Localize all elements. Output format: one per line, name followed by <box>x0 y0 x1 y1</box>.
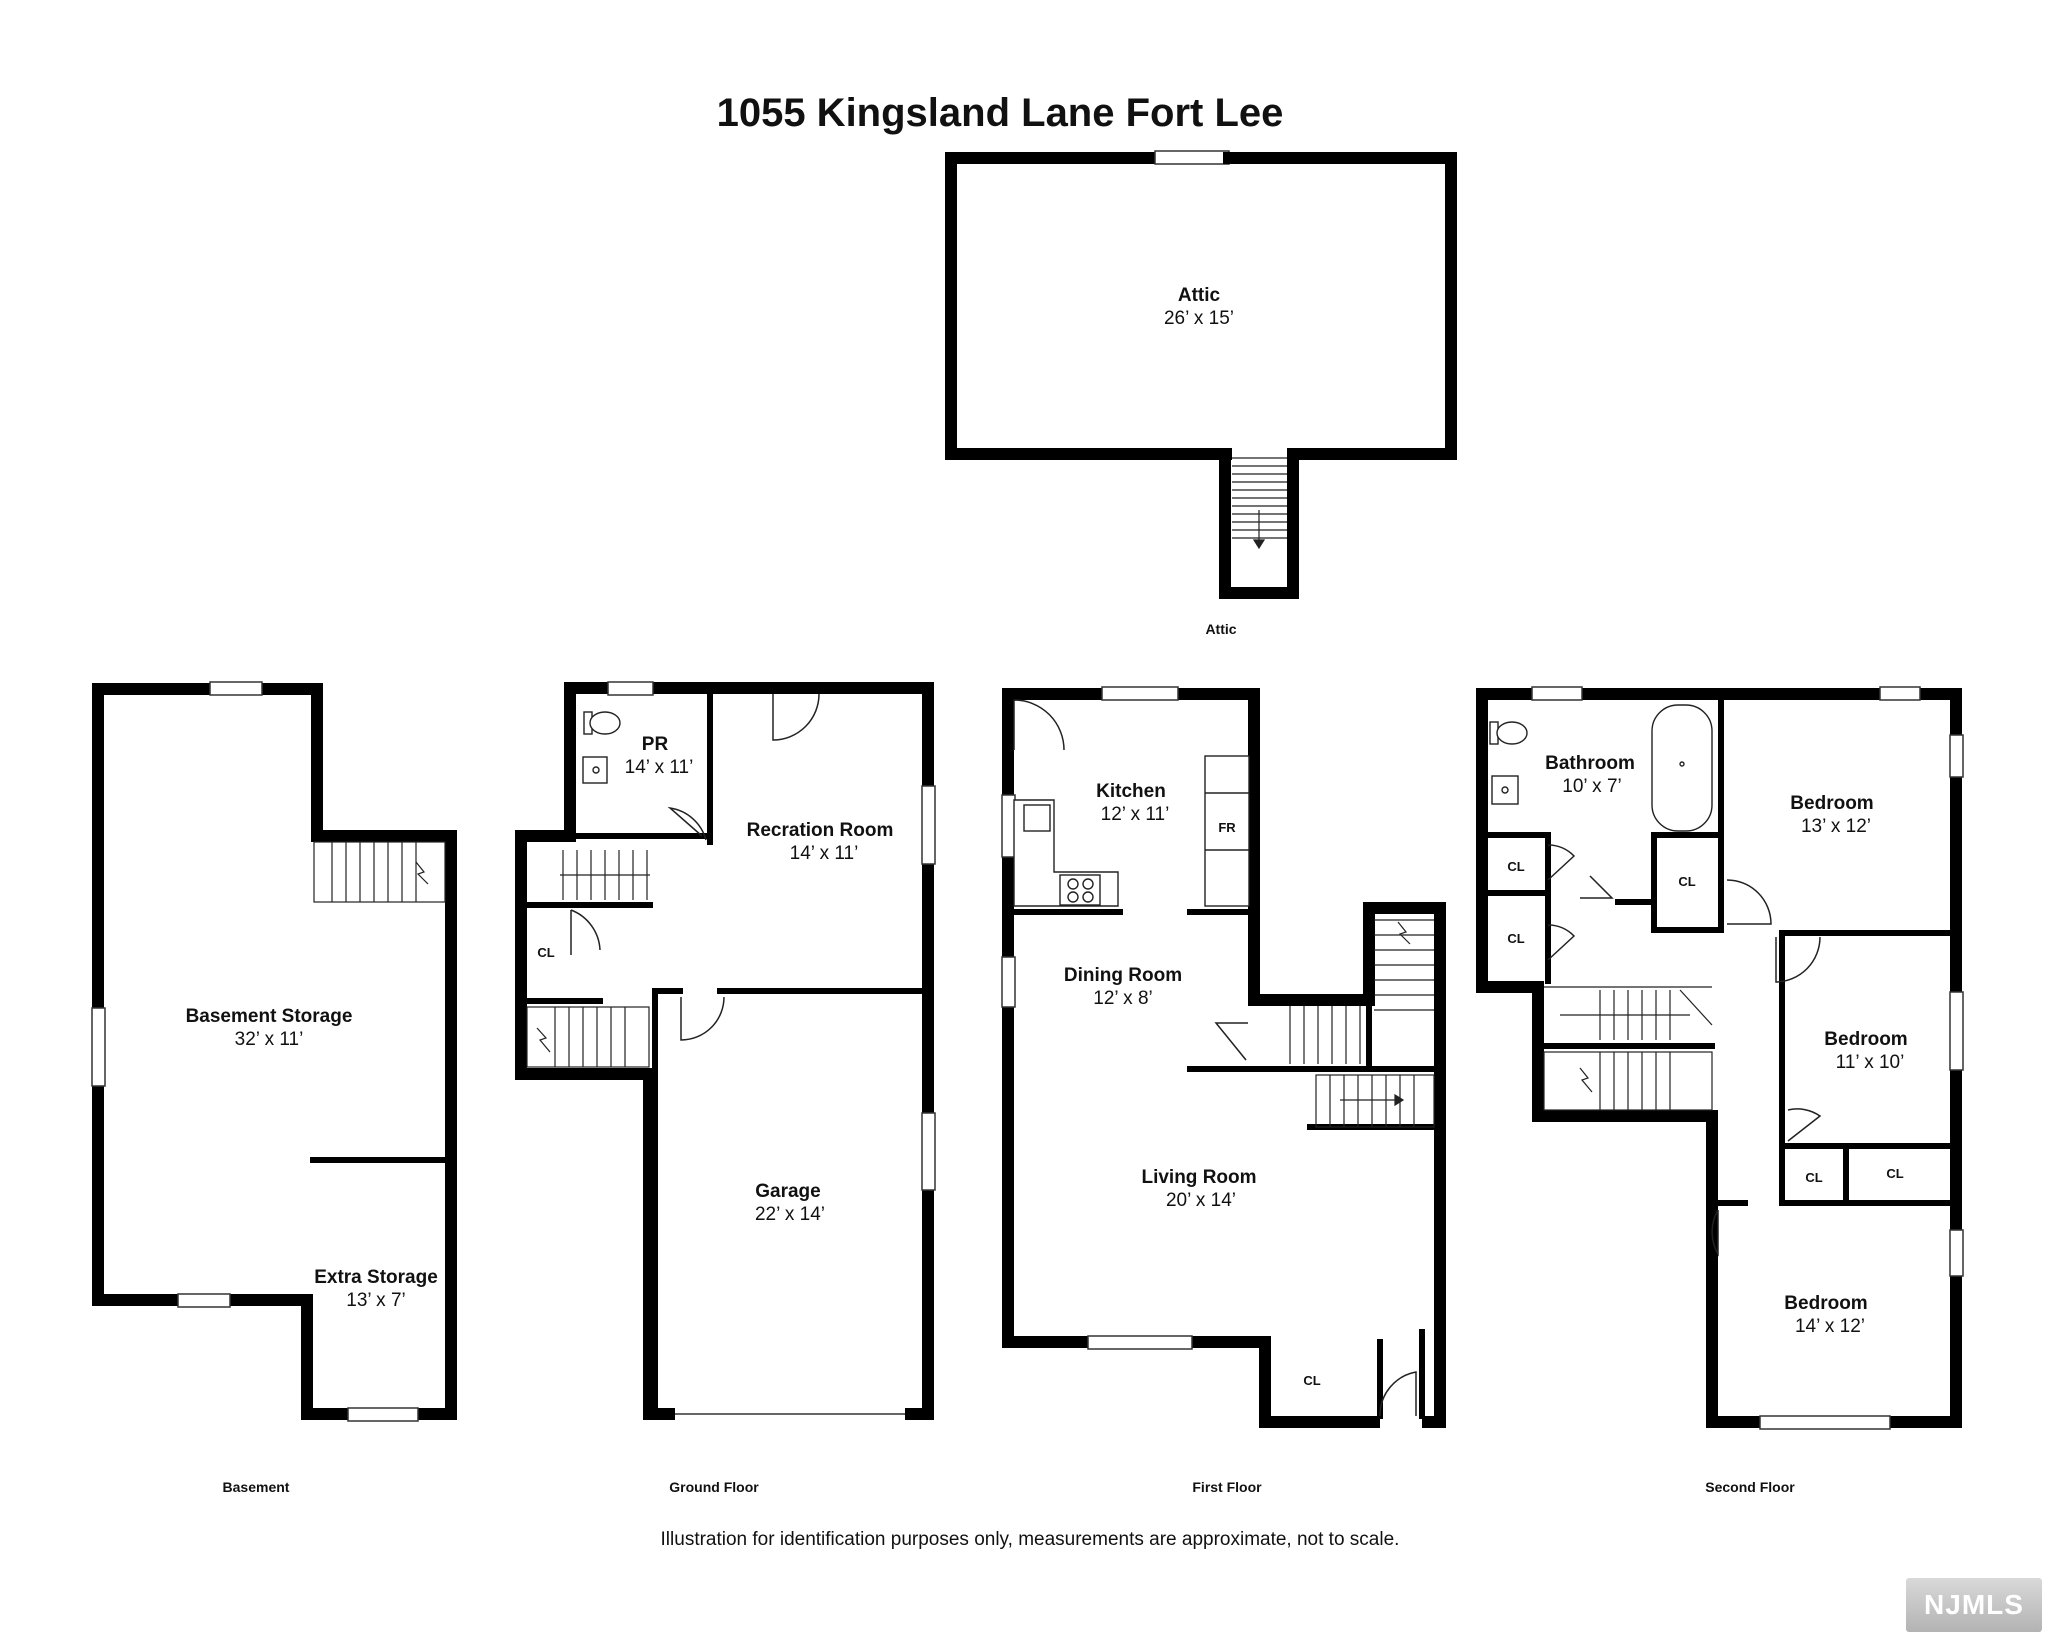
basement-plan: Basement Storage 32’ x 11’ Extra Storage… <box>91 681 457 1495</box>
basement-storage-name: Basement Storage <box>186 1006 353 1027</box>
extra-storage-name: Extra Storage <box>314 1267 438 1288</box>
attic-room-name: Attic <box>1178 285 1221 306</box>
ground-floor-plan: CL PR 14’ x 11’ Recration Room 14’ x 11’… <box>515 681 936 1495</box>
pr-name: PR <box>642 734 669 755</box>
kitchen-name: Kitchen <box>1096 781 1166 802</box>
ground-floor-label: Ground Floor <box>669 1479 759 1495</box>
second-closet-label-5: CL <box>1886 1166 1903 1181</box>
bedroom-1-name: Bedroom <box>1790 793 1873 814</box>
attic-stairs <box>1232 457 1287 550</box>
second-closet-label-3: CL <box>1678 874 1695 889</box>
attic-room-dims: 26’ x 15’ <box>1164 308 1234 329</box>
basement-storage-dims: 32’ x 11’ <box>235 1029 304 1050</box>
property-title: 1055 Kingsland Lane Fort Lee <box>717 91 1284 135</box>
living-room-name: Living Room <box>1141 1167 1256 1188</box>
bathroom-name: Bathroom <box>1545 753 1635 774</box>
garage-dims: 22’ x 14’ <box>755 1204 825 1225</box>
attic-plan: Attic 26’ x 15’ Attic <box>945 150 1457 637</box>
second-closet-label-1: CL <box>1507 859 1524 874</box>
attic-floor-label: Attic <box>1205 621 1236 637</box>
bedroom-3-dims: 14’ x 12’ <box>1795 1316 1865 1337</box>
first-stairs-lower <box>1315 1074 1435 1128</box>
basement-floor-label: Basement <box>223 1479 290 1495</box>
second-stairs-lower <box>1543 1051 1713 1111</box>
bedroom-2-dims: 11’ x 10’ <box>1836 1052 1905 1073</box>
second-stairs-upper <box>1544 986 1713 1040</box>
kitchen-counters <box>1013 755 1250 907</box>
second-closet-label-4: CL <box>1805 1170 1822 1185</box>
bedroom-3-name: Bedroom <box>1784 1293 1867 1314</box>
basement-stairs <box>313 841 446 903</box>
recreation-room-name: Recration Room <box>747 820 894 841</box>
kitchen-dims: 12’ x 11’ <box>1101 804 1170 825</box>
first-floor-label: First Floor <box>1192 1479 1262 1495</box>
bedroom-1-dims: 13’ x 12’ <box>1801 816 1871 837</box>
logo-text: NJMLS <box>1924 1589 2024 1620</box>
bathroom-fixtures <box>1489 704 1713 832</box>
disclaimer: Illustration for identification purposes… <box>661 1529 1400 1550</box>
bathroom-dims: 10’ x 7’ <box>1562 776 1622 797</box>
extra-storage-dims: 13’ x 7’ <box>346 1290 406 1311</box>
pr-dims: 14’ x 11’ <box>625 757 694 778</box>
second-closet-label-2: CL <box>1507 931 1524 946</box>
second-floor-label: Second Floor <box>1705 1479 1795 1495</box>
first-fridge-label: FR <box>1218 820 1236 835</box>
njmls-logo: NJMLS <box>1906 1578 2042 1632</box>
dining-room-dims: 12’ x 8’ <box>1093 988 1153 1009</box>
second-floor-plan: CL CL CL CL CL Bathroom 10’ x 7’ Bedroom… <box>1476 686 1964 1495</box>
first-closet-label: CL <box>1303 1373 1320 1388</box>
ground-closet-label: CL <box>537 945 554 960</box>
bedroom-2-name: Bedroom <box>1824 1029 1907 1050</box>
ground-stairs-lower <box>526 1006 650 1068</box>
ground-stairs-upper <box>560 850 650 900</box>
garage-name: Garage <box>755 1181 820 1202</box>
living-room-dims: 20’ x 14’ <box>1166 1190 1236 1211</box>
recreation-room-dims: 14’ x 11’ <box>790 843 859 864</box>
first-floor-plan: FR CL Kitchen 12’ x 11’ Dining Room 12’ … <box>1001 686 1446 1495</box>
first-stairs-upper <box>1289 919 1434 1064</box>
pr-fixtures <box>582 711 621 784</box>
dining-room-name: Dining Room <box>1064 965 1182 986</box>
